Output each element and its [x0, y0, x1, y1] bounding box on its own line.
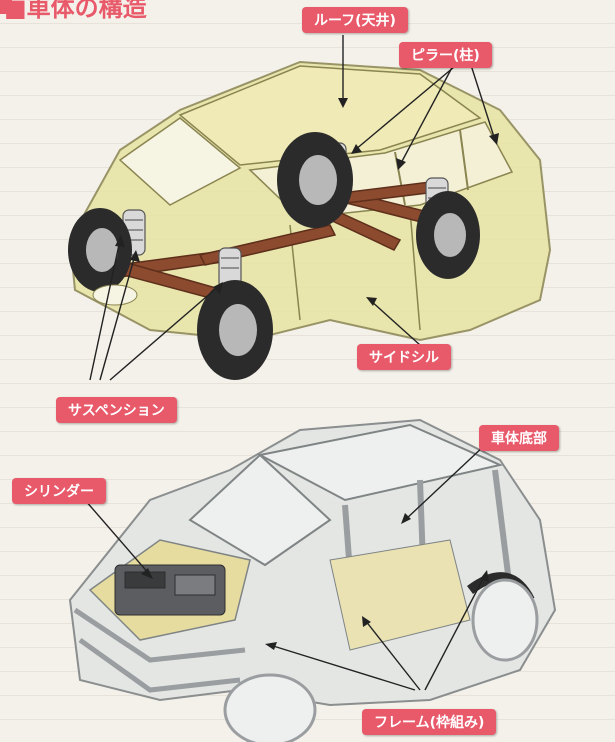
- bottom-car: [68, 418, 557, 742]
- label-cylinder: シリンダー: [12, 478, 106, 504]
- label-side-sill: サイドシル: [357, 344, 451, 370]
- label-roof: ルーフ(天井): [302, 7, 408, 33]
- bottom-car-body: [68, 418, 557, 707]
- label-frame: フレーム(枠組み): [362, 709, 497, 735]
- top-car-roof: [178, 65, 482, 166]
- label-pillar: ピラー(柱): [399, 42, 492, 68]
- bottom-car-wheels: [223, 572, 539, 742]
- title-marker: [0, 0, 12, 14]
- top-car-wheels: [68, 132, 480, 380]
- diagram-title: ■車体の構造: [4, 0, 147, 22]
- label-suspension: サスペンション: [56, 397, 177, 423]
- bottom-car-engine: [114, 564, 226, 616]
- leader-lines: [84, 35, 496, 691]
- top-car: [68, 60, 552, 380]
- top-car-windshield: [118, 117, 242, 206]
- label-underbody: 車体底部: [479, 425, 559, 451]
